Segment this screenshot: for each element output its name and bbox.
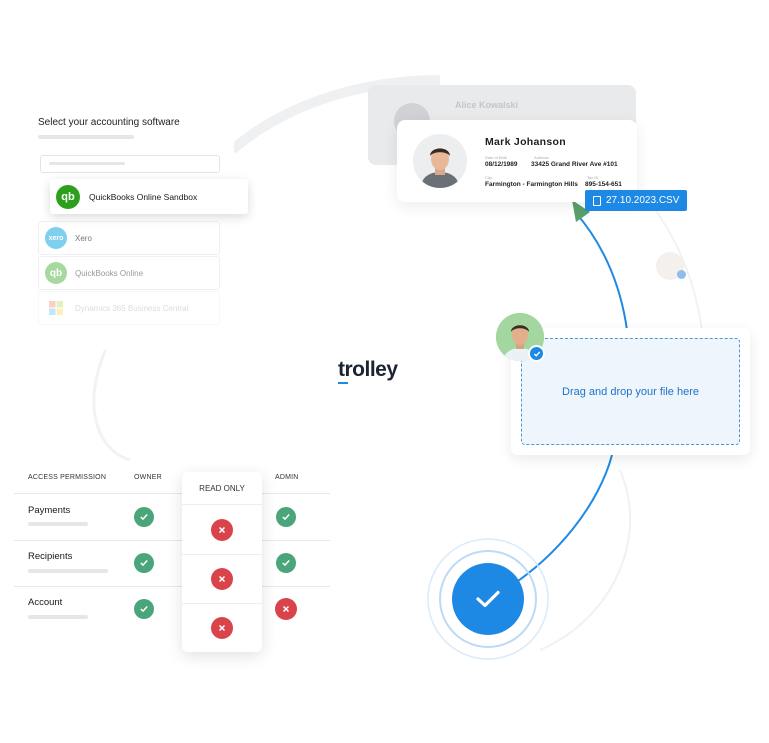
header-owner: OWNER [134, 474, 162, 481]
quickbooks-icon: qb [45, 262, 67, 284]
row-divider [182, 554, 262, 555]
placeholder-bar [49, 162, 125, 165]
permission-row-label: Recipients [28, 551, 73, 562]
accounting-selected-label: QuickBooks Online Sandbox [89, 191, 198, 202]
address-value: 33425 Grand River Ave #101 [531, 161, 618, 168]
recipient-card[interactable]: Mark Johanson Date of Birth 08/12/1989 A… [397, 120, 637, 202]
recipient-name: Alice Kowalski [455, 100, 519, 110]
xero-icon: xero [45, 227, 67, 249]
accounting-option-label: QuickBooks Online [75, 268, 144, 278]
accounting-option-quickbooks-online[interactable]: qb QuickBooks Online [38, 256, 220, 290]
trolley-logo: trolley [338, 358, 398, 381]
header-admin: ADMIN [275, 474, 299, 481]
accounting-title: Select your accounting software [38, 117, 180, 128]
file-icon [593, 195, 601, 206]
header-read-only: READ ONLY [199, 484, 245, 493]
file-drop-zone[interactable]: Drag and drop your file here [521, 338, 740, 445]
check-icon[interactable] [276, 507, 296, 527]
header-access-permission: ACCESS PERMISSION [28, 474, 107, 481]
success-check-icon [452, 563, 524, 635]
csv-file-badge[interactable]: 27.10.2023.CSV [585, 190, 687, 211]
recipient-name: Mark Johanson [485, 136, 566, 148]
placeholder-bar [28, 522, 88, 526]
tax-label: Tax ID [587, 175, 599, 180]
row-divider [182, 603, 262, 604]
quickbooks-icon: qb [56, 184, 80, 209]
avatar [413, 134, 467, 188]
microsoft-icon [49, 301, 63, 315]
check-icon [528, 345, 545, 362]
cross-icon[interactable] [275, 598, 297, 620]
accounting-search-input[interactable] [40, 155, 220, 173]
check-icon[interactable] [134, 507, 154, 527]
placeholder-bar [28, 615, 88, 619]
city-label: City [485, 175, 492, 180]
avatar [496, 313, 544, 361]
placeholder-bar [28, 569, 108, 573]
tax-value: 895-154-651 [585, 181, 622, 188]
readonly-column-card: READ ONLY [182, 472, 262, 652]
logo-accent [338, 382, 348, 384]
row-divider [14, 540, 330, 541]
check-icon[interactable] [134, 553, 154, 573]
permission-row-label: Account [28, 597, 63, 608]
check-icon[interactable] [134, 599, 154, 619]
row-divider [182, 504, 262, 505]
accounting-option-label: Dynamics 365 Business Central [75, 303, 189, 313]
row-divider [14, 493, 330, 494]
check-icon [677, 270, 686, 279]
cross-icon[interactable] [211, 519, 233, 541]
upload-card: Drag and drop your file here [511, 328, 750, 455]
accounting-option-xero[interactable]: xero Xero [38, 221, 220, 255]
permissions-table: ACCESS PERMISSION OWNER ADMIN Payments R… [14, 462, 330, 632]
placeholder-bar [38, 135, 134, 139]
cross-icon[interactable] [211, 568, 233, 590]
row-divider [14, 586, 330, 587]
check-icon[interactable] [276, 553, 296, 573]
address-label: Address [534, 155, 549, 160]
city-value: Farmington - Farmington Hills [485, 181, 578, 188]
accounting-option-dynamics[interactable]: Dynamics 365 Business Central [38, 291, 220, 325]
accounting-software-card: Select your accounting software xero Xer… [22, 95, 234, 350]
accounting-option-label: Xero [75, 233, 92, 243]
cross-icon[interactable] [211, 617, 233, 639]
permission-row-label: Payments [28, 505, 71, 516]
drop-zone-text: Drag and drop your file here [562, 385, 699, 398]
csv-file-name: 27.10.2023.CSV [606, 195, 680, 206]
accounting-option-selected[interactable]: qb QuickBooks Online Sandbox [50, 179, 248, 214]
dob-label: Date of Birth [485, 155, 508, 160]
dob-value: 08/12/1989 [485, 161, 518, 168]
